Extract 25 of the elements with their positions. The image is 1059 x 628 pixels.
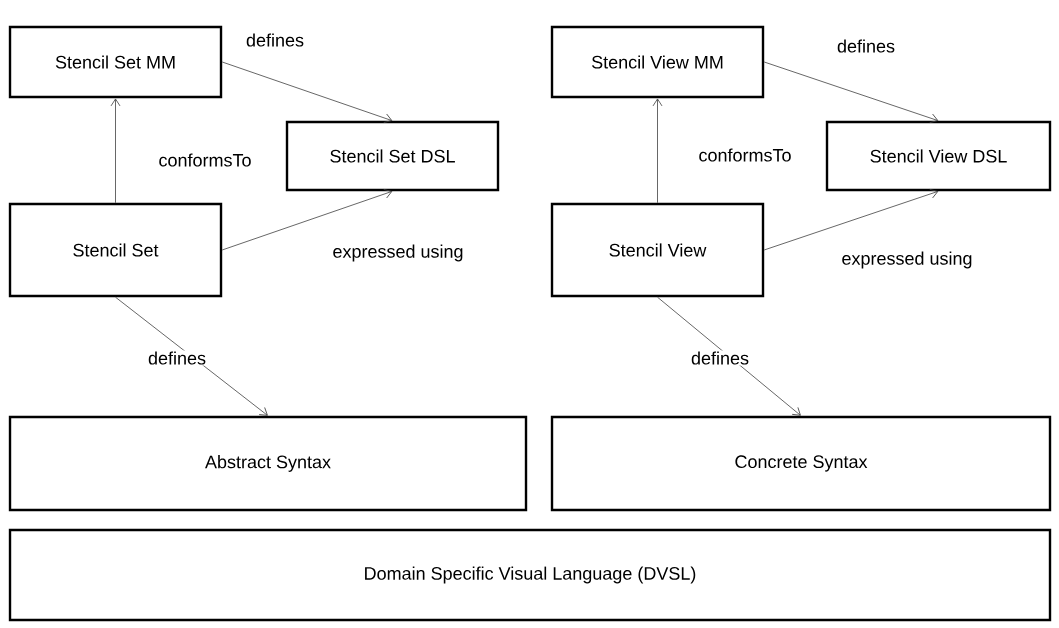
arrow [657,296,801,416]
arrow [221,61,393,123]
arrow [763,189,939,251]
edge-label: defines [245,32,306,48]
arrow [110,98,121,204]
arrow [652,98,663,204]
process-box: Stencil View DSL [825,120,1052,192]
edge-label: defines [690,350,751,366]
syntax-box: Concrete Syntax [550,415,1052,512]
edge-label: expressed using [331,243,465,263]
process-box: Stencil Set MM [8,25,223,99]
process-box: Stencil View [550,202,765,298]
arrow [115,296,268,416]
arrow [221,189,393,251]
process-box: Stencil Set [8,202,223,298]
language-band: Domain Specific Visual Language (DVSL) [8,528,1052,622]
edge-label: conformsTo [157,152,253,168]
edge-label: defines [147,350,208,366]
edge-label: conformsTo [697,147,793,163]
syntax-box: Abstract Syntax [8,415,528,512]
edge-label: defines [836,38,897,54]
process-box: Stencil View MM [550,25,765,99]
process-box: Stencil Set DSL [285,120,500,192]
edge-label: expressed using [840,250,974,270]
arrow [763,61,939,123]
